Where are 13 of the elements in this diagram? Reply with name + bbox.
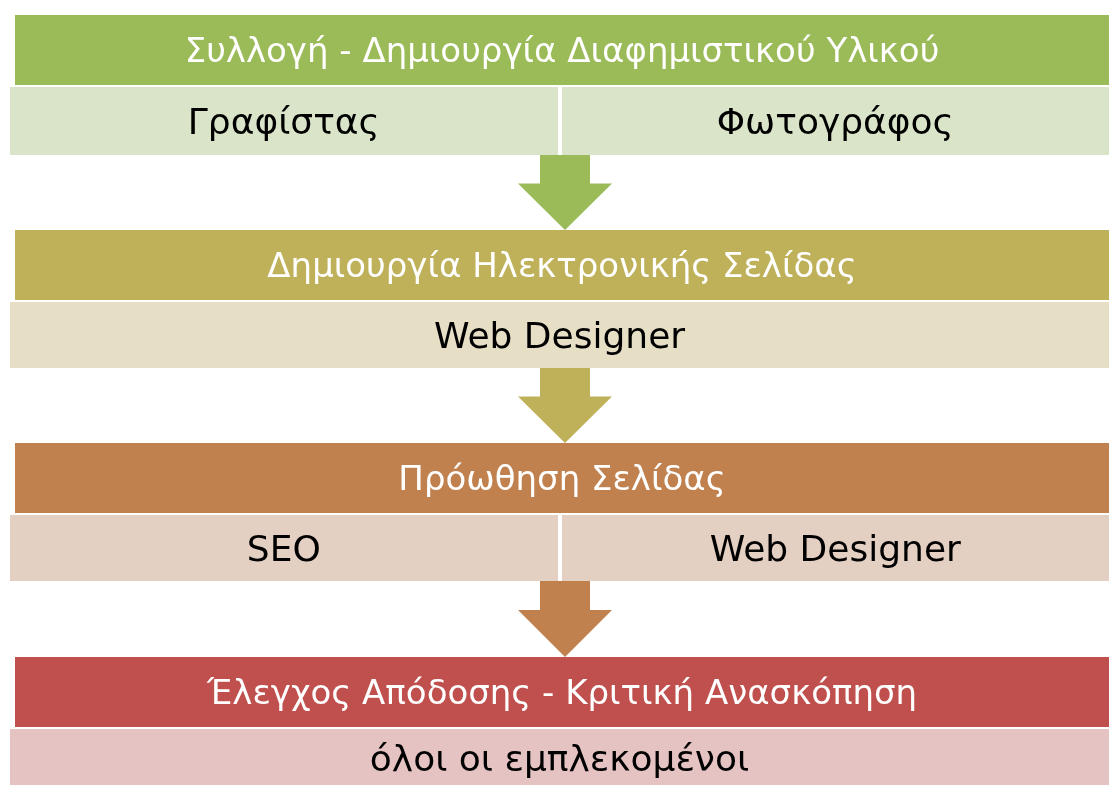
- role-cell: Web Designer: [561, 515, 1109, 581]
- down-arrow: [518, 155, 612, 230]
- role-cell: SEO: [10, 515, 558, 581]
- stage-header: Συλλογή - Δημιουργία Διαφημιστικού Υλικού: [15, 15, 1109, 85]
- stage-header: Δημιουργία Ηλεκτρονικής Σελίδας: [15, 230, 1109, 300]
- stage-header: Έλεγχος Απόδοσης - Κριτική Ανασκόπηση: [15, 657, 1109, 727]
- role-cell: Γραφίστας: [10, 87, 558, 155]
- down-arrow: [518, 368, 612, 443]
- role-cell: Φωτογράφος: [561, 87, 1109, 155]
- stage-header: Πρόωθηση Σελίδας: [15, 443, 1109, 513]
- role-cell: όλοι οι εμπλεκομένοι: [10, 729, 1109, 785]
- down-arrow: [518, 581, 612, 657]
- role-cell: Web Designer: [10, 302, 1109, 368]
